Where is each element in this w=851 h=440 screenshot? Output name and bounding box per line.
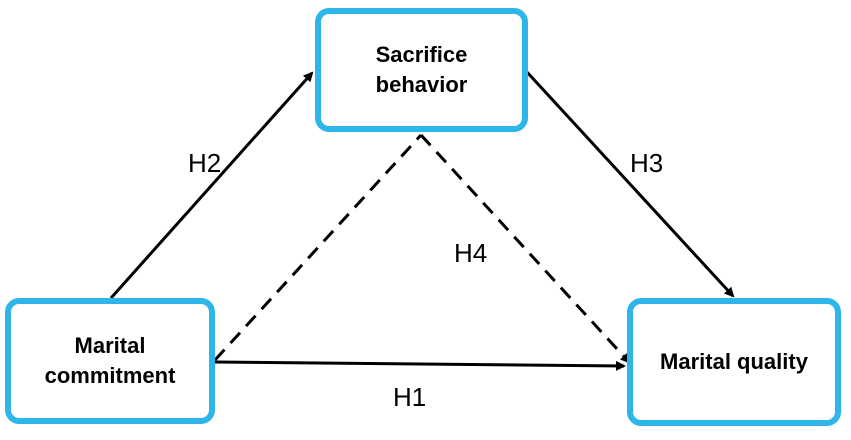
- hypothesis-h1-label: H1: [393, 382, 427, 412]
- sacrifice-behavior-label: Sacrifice behavior: [375, 42, 468, 97]
- dashed-arrow-h4-right: [419, 133, 631, 364]
- dashed-path-h4-left: [213, 133, 423, 362]
- marital-commitment-label: Marital commitment: [44, 333, 176, 388]
- arrow-h2: [109, 71, 314, 299]
- sacrifice-behavior-node: Sacrifice behavior: [315, 8, 528, 132]
- arrow-h1: [214, 360, 626, 371]
- arrow-h3: [524, 69, 735, 298]
- marital-commitment-node: Marital commitment: [5, 298, 215, 424]
- hypothesis-h2-label: H2: [188, 148, 222, 178]
- hypothesis-h3-label: H3: [630, 148, 664, 178]
- marital-quality-node: Marital quality: [627, 298, 841, 426]
- marital-quality-label: Marital quality: [660, 349, 808, 375]
- hypothesis-h4-label: H4: [454, 238, 488, 268]
